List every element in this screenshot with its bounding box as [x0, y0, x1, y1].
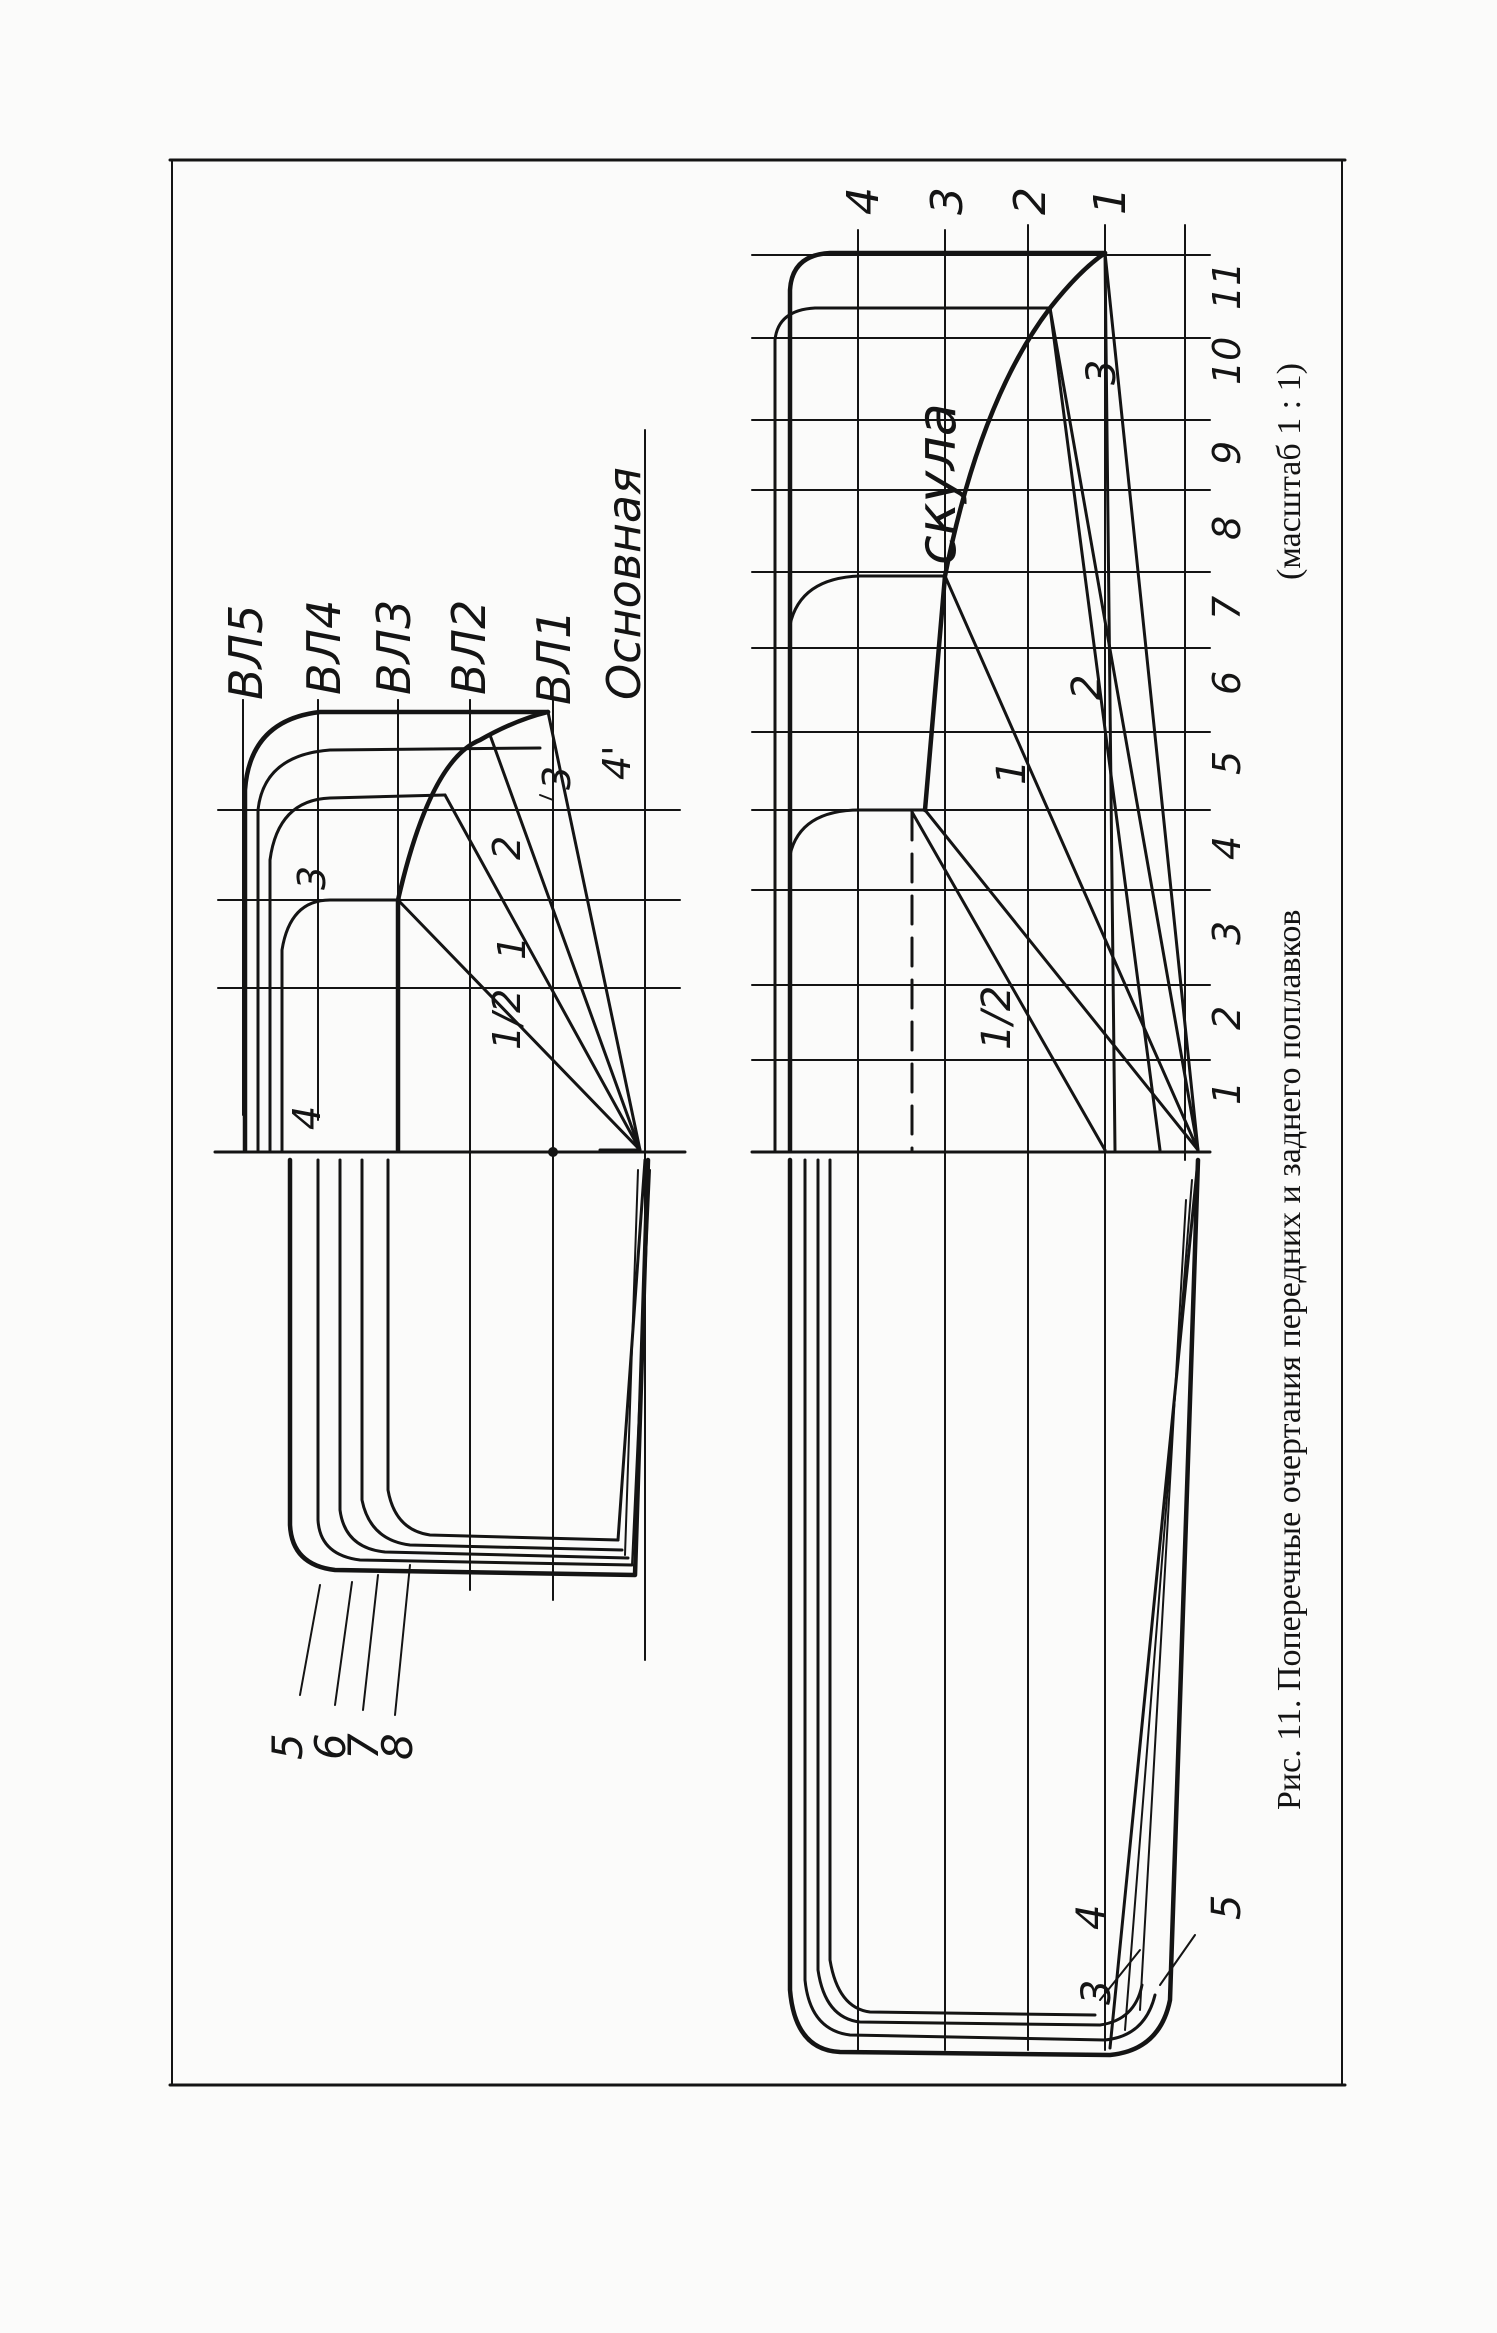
label-section-4-top: 4 — [285, 1106, 329, 1130]
label-station-11: 11 — [1205, 262, 1249, 310]
label-section-4prime: 4' — [595, 745, 639, 780]
label-lower-6: 6 — [306, 1733, 355, 1760]
label-station-8: 8 — [1205, 516, 1249, 540]
rear-float-sections — [773, 250, 1201, 2058]
label-vl2: ВЛ2 — [442, 600, 496, 695]
label-lower-5: 5 — [263, 1733, 312, 1760]
label-vl4: ВЛ4 — [297, 600, 351, 695]
label-station-3: 3 — [1205, 921, 1249, 945]
label-lower-5-rear: 5 — [1204, 1895, 1250, 1920]
caption-scale: (масштаб 1 : 1) — [1271, 363, 1308, 580]
caption-text: Рис. 11. Поперечные очертания передних и… — [1271, 910, 1308, 1810]
label-station-4: 4 — [1205, 836, 1249, 860]
label-section-half-rear: 1/2 — [974, 986, 1020, 1050]
label-lower-8: 8 — [373, 1733, 422, 1760]
label-section-2-front: 2 — [485, 836, 529, 860]
label-wl-1: 1 — [1085, 187, 1136, 215]
label-chine: скула — [905, 403, 968, 565]
front-float-sections — [242, 709, 651, 1716]
label-lower-3-rear: 3 — [1074, 1980, 1120, 2005]
label-station-9: 9 — [1205, 441, 1249, 465]
label-station-10: 10 — [1205, 337, 1249, 385]
label-wl-2: 2 — [1005, 187, 1056, 215]
rear-float-grid — [750, 224, 1212, 2051]
label-lower-4-rear: 4 — [1069, 1905, 1115, 1930]
label-section-half-front: 1/2 — [485, 989, 529, 1050]
label-lower-7: 7 — [339, 1733, 388, 1760]
label-section-3-rear: 3 — [1079, 360, 1125, 385]
label-vl3: ВЛ3 — [367, 600, 421, 695]
label-vl5: ВЛ5 — [219, 605, 273, 700]
label-section-2-rear: 2 — [1064, 675, 1110, 700]
label-section-1-front: 1 — [490, 936, 534, 960]
label-vl1: ВЛ1 — [527, 610, 581, 705]
label-wl-3: 3 — [922, 187, 973, 215]
label-section-3-top: 3 — [290, 866, 334, 890]
drawing-frame — [168, 158, 1347, 2087]
label-wl-4: 4 — [838, 187, 889, 215]
front-float-labels: ВЛ5 ВЛ4 ВЛ3 ВЛ2 ВЛ1 Основная 4' 3 2 1 1/… — [219, 467, 651, 1760]
figure-caption: Рис. 11. Поперечные очертания передних и… — [1271, 363, 1308, 1810]
label-station-2: 2 — [1205, 1006, 1249, 1030]
label-section-1-rear: 1 — [989, 760, 1035, 785]
label-section-3-front: 3 — [535, 766, 579, 790]
label-station-6: 6 — [1205, 671, 1249, 695]
rear-float-labels: 4 3 2 1 11 10 9 8 7 6 5 4 3 2 1 скула 3 … — [838, 187, 1250, 2005]
label-baseline: Основная — [597, 467, 651, 700]
label-station-7: 7 — [1205, 596, 1249, 620]
label-station-1: 1 — [1205, 1081, 1249, 1105]
label-station-5: 5 — [1205, 751, 1249, 775]
